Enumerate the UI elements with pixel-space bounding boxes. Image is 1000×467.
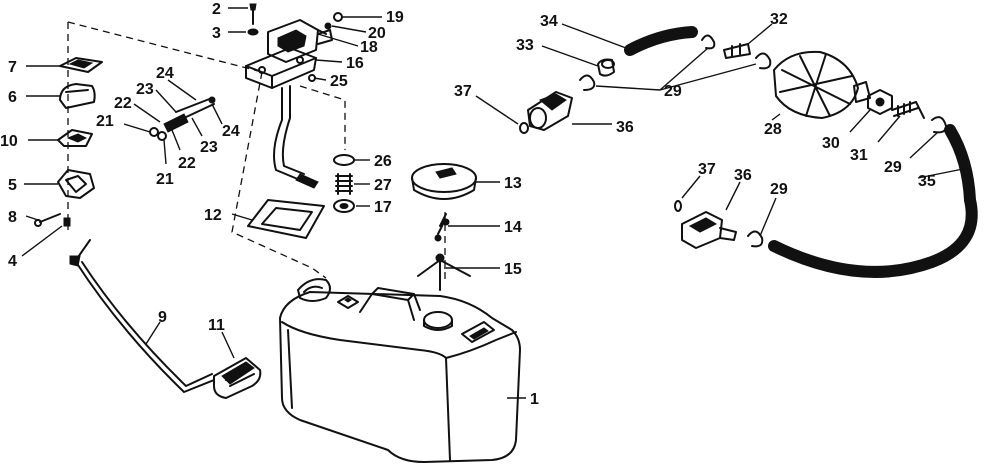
callout-30: 30 — [822, 135, 840, 152]
callout-13: 13 — [504, 175, 522, 192]
callout-35: 35 — [918, 173, 936, 190]
callout-9: 9 — [158, 309, 167, 326]
lever-small-parts — [149, 96, 216, 141]
leader-lines — [21, 7, 969, 399]
tank-connector-upper — [519, 91, 573, 134]
callout-27: 27 — [374, 177, 392, 194]
callout-2: 2 — [212, 1, 221, 18]
callout-19: 19 — [386, 9, 404, 26]
hose-clamps — [579, 34, 947, 248]
callout-28: 28 — [764, 121, 782, 138]
callout-7: 7 — [8, 59, 17, 76]
callout-37a: 37 — [454, 83, 472, 100]
lower-hose — [768, 124, 978, 278]
callout-26: 26 — [374, 153, 392, 170]
callout-labels: 1 2 3 4 5 6 7 8 9 10 11 12 13 14 15 16 1… — [0, 1, 936, 408]
callout-25: 25 — [330, 73, 348, 90]
callout-22a: 22 — [114, 95, 132, 112]
callout-12: 12 — [204, 207, 222, 224]
callout-29c: 29 — [770, 181, 788, 198]
callout-15: 15 — [504, 261, 522, 278]
callout-8: 8 — [8, 209, 17, 226]
callout-1: 1 — [530, 391, 539, 408]
check-valve-parts — [867, 89, 925, 119]
callout-16: 16 — [346, 55, 364, 72]
callout-37b: 37 — [698, 161, 716, 178]
callout-36a: 36 — [616, 119, 634, 136]
gasket — [247, 199, 325, 239]
callout-24b: 24 — [222, 123, 240, 140]
primer-bulb — [773, 50, 871, 119]
callout-23b: 23 — [200, 139, 218, 156]
callout-10: 10 — [0, 133, 18, 150]
fuel-connector-base — [245, 19, 333, 189]
sleeve — [597, 58, 615, 77]
callout-6: 6 — [8, 89, 17, 106]
oring-spring-seal — [333, 154, 355, 213]
callout-11: 11 — [208, 317, 225, 334]
left-bracket-parts — [34, 57, 103, 227]
callout-17: 17 — [374, 199, 392, 216]
callout-33: 33 — [516, 37, 534, 54]
callout-29a: 29 — [664, 83, 682, 100]
barb-fitting — [723, 43, 751, 59]
fuel-cap — [411, 163, 477, 200]
callout-4: 4 — [8, 253, 17, 270]
callout-22b: 22 — [178, 155, 196, 172]
callout-21a: 21 — [96, 113, 114, 130]
callout-24a: 24 — [156, 65, 174, 82]
callout-29b: 29 — [884, 159, 902, 176]
connector-small-parts — [308, 12, 343, 82]
fuel-pickup-rod — [69, 239, 215, 393]
callout-3: 3 — [212, 25, 221, 42]
callout-32: 32 — [770, 11, 788, 28]
screw-and-washer — [247, 3, 259, 36]
cap-chain-and-vent — [417, 213, 471, 291]
callout-23a: 23 — [136, 81, 154, 98]
callout-14: 14 — [504, 219, 522, 236]
callout-34: 34 — [540, 13, 558, 30]
callout-20: 20 — [368, 25, 386, 42]
tank-connector-lower — [674, 200, 737, 249]
callout-31: 31 — [850, 147, 868, 164]
fuel-tank — [279, 278, 521, 463]
hose-grip — [213, 357, 262, 399]
callout-18: 18 — [360, 39, 378, 56]
callout-36b: 36 — [734, 167, 752, 184]
upper-hose — [624, 26, 698, 56]
callout-21b: 21 — [156, 171, 174, 188]
callout-5: 5 — [8, 177, 17, 194]
